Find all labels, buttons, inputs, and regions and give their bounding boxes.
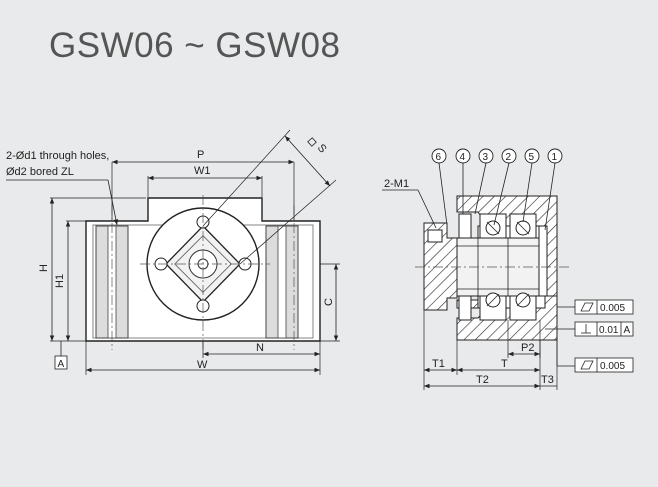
dim-s: S [315, 142, 329, 155]
front-view-labels: 2-Ød1 through holes, Ød2 bored ZL P W1 S… [6, 137, 335, 371]
tolerance-frame-1: 0.005 [574, 299, 634, 315]
dim-n: N [256, 342, 264, 354]
balloon-4-label: 4 [460, 152, 466, 163]
dim-p2: P2 [521, 342, 534, 354]
balloon-1-label: 1 [552, 152, 558, 163]
dim-h: H [38, 264, 50, 272]
dim-w1: W1 [194, 165, 211, 177]
datum-a-label: A [58, 359, 65, 370]
page-title: GSW06 ~ GSW08 [49, 26, 341, 65]
tolerance-1-value: 0.005 [600, 303, 625, 314]
balloon-6-label: 6 [436, 152, 442, 163]
tolerance-3-value: 0.005 [600, 361, 625, 372]
dim-t3: T3 [541, 374, 554, 386]
balloon-5-label: 5 [529, 152, 535, 163]
dim-t: T [501, 358, 508, 370]
dim-w: W [197, 359, 208, 371]
dim-t2: T2 [476, 374, 489, 386]
datum-a-box [54, 355, 68, 370]
dim-p: P [197, 149, 204, 161]
tolerance-frame-2: 0.01 A [574, 321, 634, 337]
section-view [382, 148, 575, 390]
dim-c: C [323, 298, 335, 306]
front-view [6, 129, 340, 375]
tolerance-2-value: 0.01 [599, 325, 619, 336]
tolerance-frame-3: 0.005 [574, 357, 634, 373]
dim-t1: T1 [432, 358, 445, 370]
hole-note-line2: Ød2 bored ZL [6, 166, 74, 178]
thread-label: 2-M1 [384, 178, 409, 190]
section-view-labels: 6 4 3 2 5 1 2-M1 P2 T T1 T2 T3 [384, 152, 558, 386]
tolerance-2-datum: A [624, 325, 631, 336]
hole-note-line1: 2-Ød1 through holes, [6, 150, 109, 162]
lock-nut-section [423, 222, 458, 311]
balloon-3-label: 3 [483, 152, 489, 163]
balloon-2-label: 2 [506, 152, 512, 163]
dim-h1: H1 [54, 274, 66, 288]
